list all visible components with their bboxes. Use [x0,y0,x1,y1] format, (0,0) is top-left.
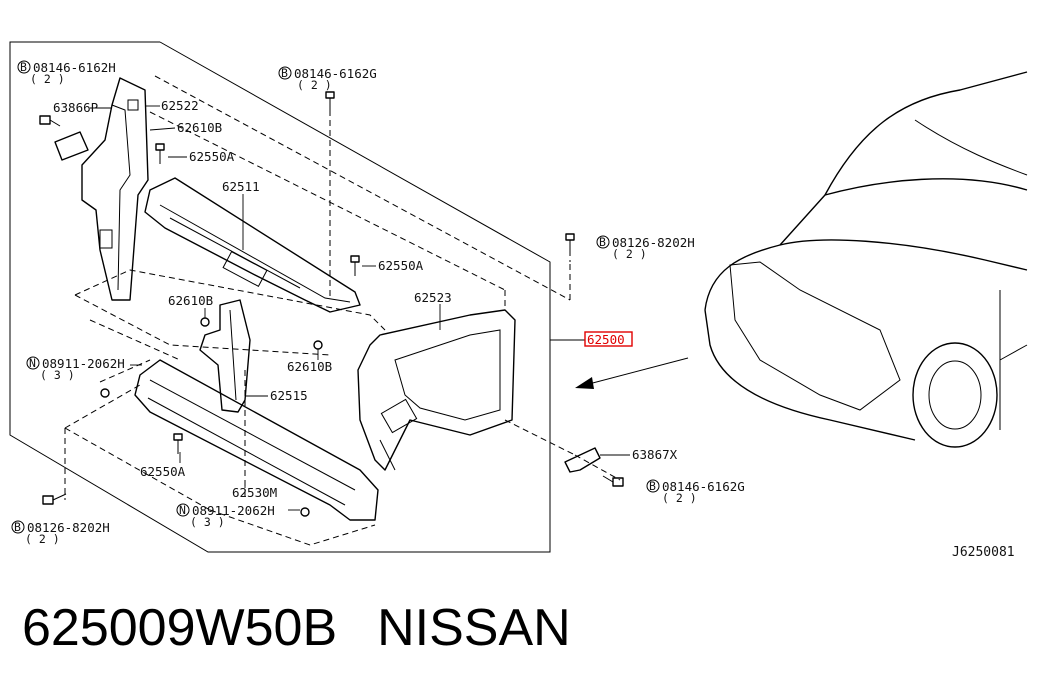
direction-arrow [575,357,689,389]
part-label-62550A: 62550A [189,149,235,164]
callout-bolt-br: B 08146-6162G ( 2 ) [646,479,745,505]
assembly-frame [9,41,551,553]
part-label-63866P: 63866P [53,100,98,115]
callout-prefix: N [29,356,36,370]
callout-quantity: ( 2 ) [25,532,60,546]
diagram-canvas: B 08146-6162H ( 2 ) B 08146-6162G ( 2 ) … [9,41,1028,560]
callout-prefix: B [20,60,27,74]
callout-part-number: 08146-6162G [662,479,745,494]
callout-prefix: B [281,66,288,80]
lower-support-62530M [134,359,379,521]
center-stay-62515 [199,299,251,413]
part-label-62500: 62500 [587,332,625,347]
highlight-box [584,331,633,347]
part-label-62610B: 62610B [287,359,332,374]
bolt-icons [39,91,624,517]
side-bracket-left [81,77,149,301]
part-label-62610B: 62610B [168,293,213,308]
callout-part-number: 08146-6162H [33,60,116,75]
callout-part-number: 08126-8202H [27,520,110,535]
part-label-62530M: 62530M [232,485,277,500]
bracket-63867X [564,447,601,473]
diagram-code: J6250081 [952,545,1015,560]
brand-name: NISSAN [377,599,571,657]
callout-bolt-tl: B 08146-6162H ( 2 ) [17,60,116,86]
callout-prefix: B [599,235,606,249]
caption: 625009W50B NISSAN [22,598,611,658]
callout-bolt-r: B 08126-8202H ( 2 ) [596,235,695,261]
part-label-62515: 62515 [270,388,308,403]
vehicle-outline [704,71,1028,448]
part-label-62610B: 62610B [177,120,222,135]
callout-nut-l: N 08911-2062H ( 3 ) [26,356,125,382]
bracket-63866P [54,131,89,161]
callout-part-number: 08911-2062H [42,356,125,371]
callout-bolt-tc: B 08146-6162G ( 2 ) [278,66,377,92]
part-label-62550A: 62550A [378,258,424,273]
part-label-62523: 62523 [414,290,452,305]
callout-part-number: 08126-8202H [612,235,695,250]
callout-part-number: 08146-6162G [294,66,377,81]
callout-quantity: ( 2 ) [612,247,647,261]
callout-prefix: N [179,503,186,517]
part-label-62511: 62511 [222,179,260,194]
callout-prefix: B [14,520,21,534]
callout-prefix: B [649,479,656,493]
part-labels: 63866P 62522 62610B 62550A 62511 62550A … [53,98,678,500]
callout-bolt-bl: B 08126-8202H ( 2 ) [11,520,110,546]
dashed-guides [64,75,621,546]
upper-support-62511 [144,177,361,313]
callout-quantity: ( 2 ) [30,72,65,86]
callout-quantity: ( 3 ) [40,368,75,382]
callout-quantity: ( 2 ) [662,491,697,505]
part-label-62522: 62522 [161,98,199,113]
part-label-63867X: 63867X [632,447,678,462]
leader-lines [90,105,630,511]
callout-quantity: ( 3 ) [190,515,225,529]
part-number-title: 625009W50B [22,599,338,657]
callout-part-number: 08911-2062H [192,503,275,518]
callout-nut-b: N 08911-2062H ( 3 ) [176,503,275,529]
side-support-62523 [357,309,516,471]
callout-quantity: ( 2 ) [297,78,332,92]
part-label-62550A: 62550A [140,464,186,479]
